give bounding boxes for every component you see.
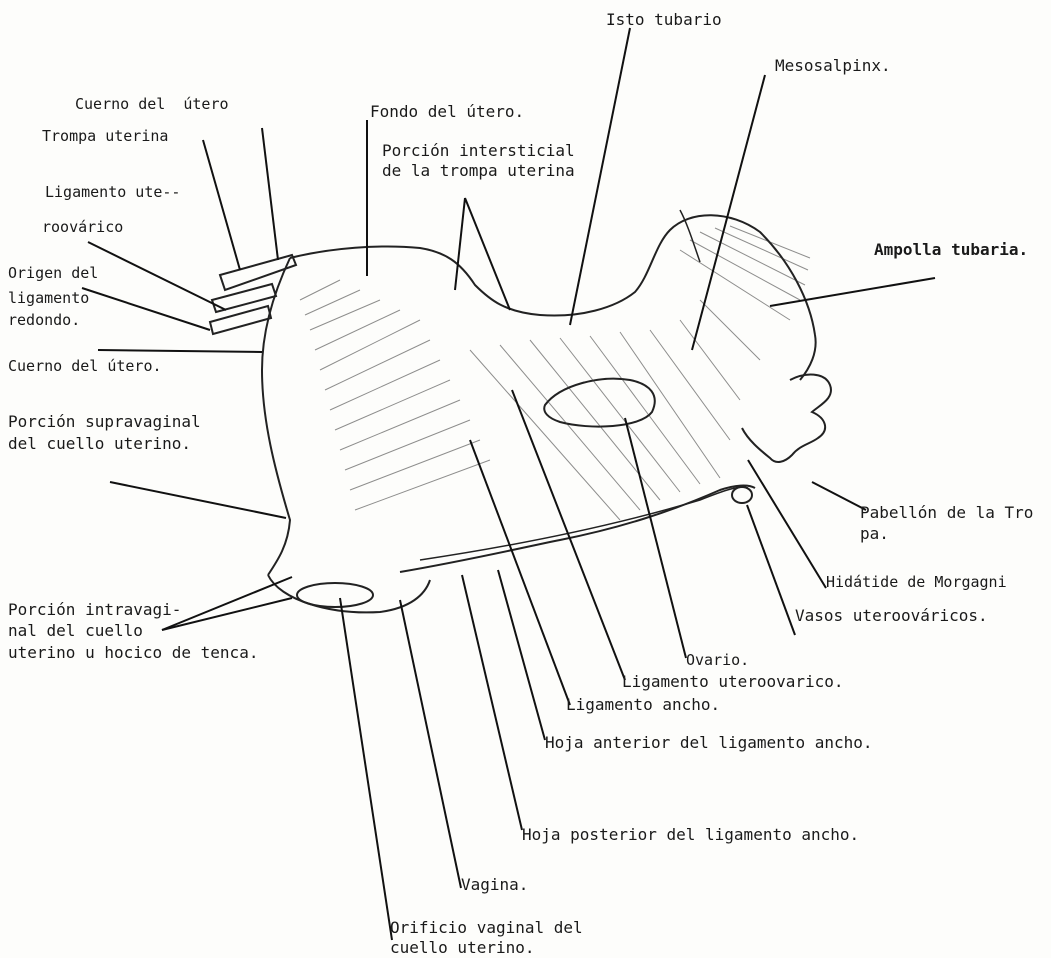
label-ligamento-ancho: Ligamento ancho. <box>566 695 720 714</box>
uterus-outline <box>290 215 816 380</box>
leader-ovario <box>625 418 686 658</box>
label-mesosalpinx: Mesosalpinx. <box>775 56 891 75</box>
leader-origen <box>82 288 210 330</box>
label-intravaginal-1: Porción intravagi- <box>8 600 181 619</box>
leader-isto <box>570 28 630 325</box>
leader-intersticial-b <box>465 198 510 310</box>
leader-lig-ute <box>88 242 226 310</box>
leader-pabellon <box>812 482 866 510</box>
label-supravaginal-2: del cuello uterino. <box>8 434 191 453</box>
label-intravaginal-3: uterino u hocico de tenca. <box>8 643 258 662</box>
leader-orificio <box>340 598 392 940</box>
label-ligamento-utero-2: roovárico <box>42 218 123 237</box>
label-vagina: Vagina. <box>461 875 528 894</box>
leader-supravaginal <box>110 482 286 518</box>
label-porcion-intersticial-1: Porción intersticial <box>382 141 575 160</box>
leader-cuerno-top <box>262 128 278 260</box>
leader-hoja-posterior <box>462 575 522 830</box>
leader-vagina <box>400 600 461 888</box>
label-cuerno-utero-top: Cuerno del útero <box>75 95 229 114</box>
label-isto-tubario: Isto tubario <box>606 10 722 29</box>
label-pabellon-2: pa. <box>860 524 889 543</box>
label-ovario: Ovario. <box>686 651 749 670</box>
label-pabellon-1: Pabellón de la Tro <box>860 503 1033 522</box>
label-ampolla-tubaria: Ampolla tubaria. <box>874 240 1028 259</box>
leader-cuerno-left <box>98 350 262 352</box>
leader-mesosalpinx <box>692 75 765 350</box>
label-ligamento-utero-1: Ligamento ute-- <box>45 183 180 202</box>
hatch-ligament <box>470 300 760 520</box>
label-origen-ligamento-1: Origen del <box>8 264 98 283</box>
fimbriae <box>742 375 831 462</box>
label-origen-ligamento-2: ligamento <box>8 289 89 308</box>
label-intravaginal-2: nal del cuello <box>8 621 143 640</box>
label-orificio-2: cuello uterino. <box>390 938 535 957</box>
label-porcion-intersticial-2: de la trompa uterina <box>382 161 575 180</box>
label-cuerno-utero-left: Cuerno del útero. <box>8 357 162 376</box>
hatch <box>300 280 490 510</box>
cervix-opening <box>297 583 373 607</box>
hatch-ampulla <box>680 226 810 320</box>
leader-lig-ancho <box>470 440 570 705</box>
ovary-shape <box>544 379 655 427</box>
leader-intersticial-a <box>455 198 465 290</box>
leader-trompa <box>203 140 240 270</box>
label-vasos: Vasos uteroováricos. <box>795 606 988 625</box>
label-origen-ligamento-3: redondo. <box>8 311 80 330</box>
label-orificio-1: Orificio vaginal del <box>390 918 583 937</box>
leader-ampolla <box>770 278 935 306</box>
label-trompa-uterina: Trompa uterina <box>42 127 168 146</box>
label-hidatide: Hidátide de Morgagni <box>826 573 1007 592</box>
label-supravaginal-1: Porción supravaginal <box>8 412 201 431</box>
label-hoja-posterior: Hoja posterior del ligamento ancho. <box>522 825 859 844</box>
vessel-end <box>732 487 752 503</box>
label-hoja-anterior: Hoja anterior del ligamento ancho. <box>545 733 873 752</box>
label-ligamento-uteroovarico: Ligamento uteroovarico. <box>622 672 844 691</box>
leader-hidatide <box>748 460 826 588</box>
leader-hoja-anterior <box>498 570 545 740</box>
label-fondo-utero: Fondo del útero. <box>370 102 524 121</box>
leader-lig-uteroovarico <box>512 390 625 680</box>
